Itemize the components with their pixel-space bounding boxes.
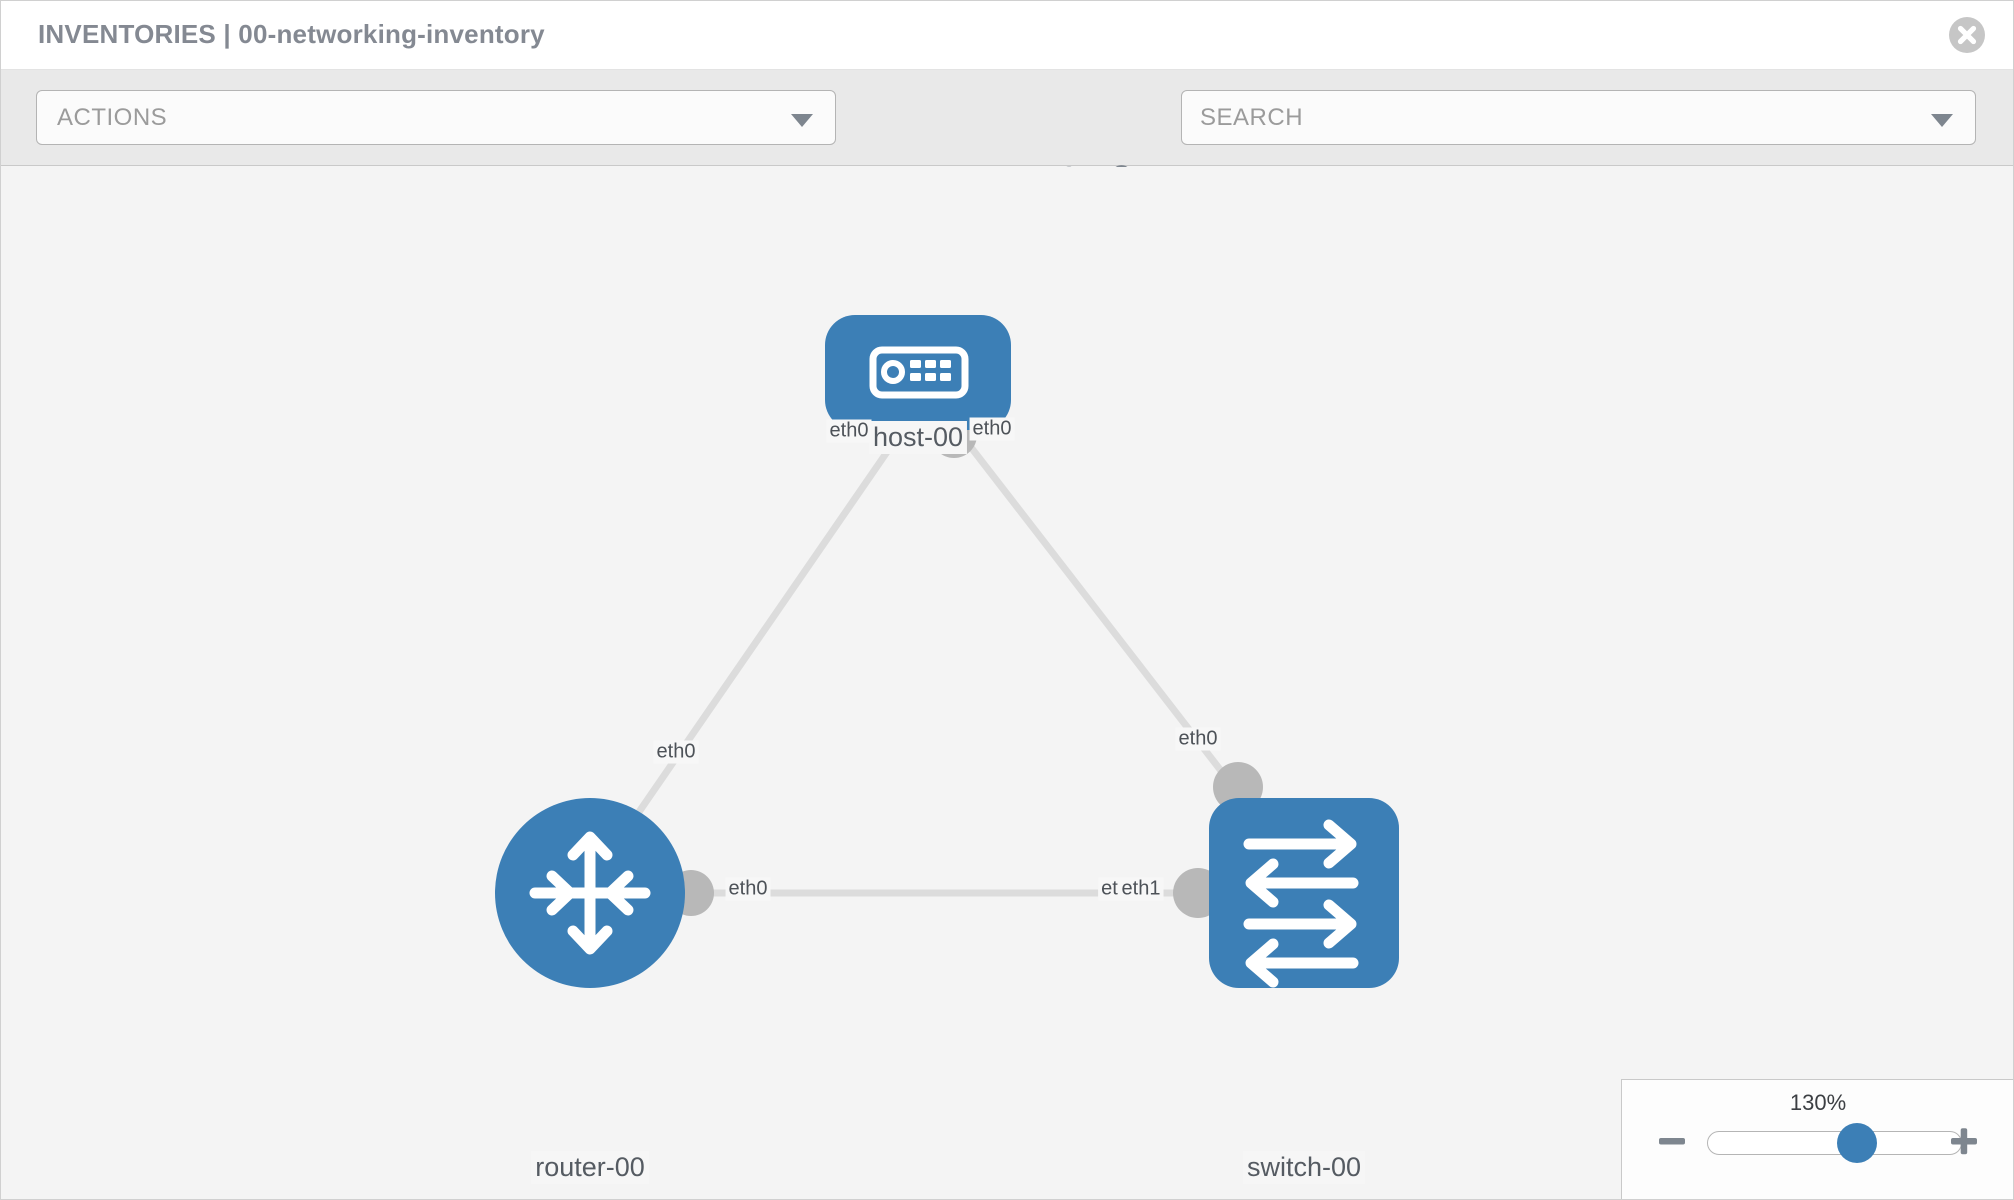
node-label-host-00: host-00 — [868, 421, 968, 454]
topology-canvas[interactable]: host-00 router-00 switch-00 eth0 eth0 et… — [1, 167, 2013, 1199]
toolbar: ACTIONS SEARCH — [1, 70, 2013, 199]
actions-dropdown[interactable]: ACTIONS — [36, 90, 836, 145]
close-circle-icon[interactable] — [1947, 15, 1987, 55]
router-arrows-icon — [529, 831, 651, 955]
topology-links — [598, 405, 1252, 897]
switch-arrows-icon — [1243, 819, 1359, 988]
page-title: INVENTORIES | 00-networking-inventory — [38, 19, 545, 49]
chevron-down-icon — [1931, 114, 1953, 127]
iface-label-switch00-eth1: eth1 — [1118, 877, 1164, 901]
iface-label-host00-right: eth0 — [969, 417, 1015, 441]
search-placeholder: SEARCH — [1200, 104, 1304, 131]
node-label-router-00: router-00 — [531, 1151, 649, 1184]
node-label-switch-00: switch-00 — [1242, 1151, 1366, 1184]
window-header: INVENTORIES | 00-networking-inventory — [1, 1, 2013, 70]
topology-graph — [495, 315, 1399, 988]
zoom-slider-thumb[interactable] — [1837, 1123, 1877, 1163]
zoom-slider-track[interactable] — [1707, 1131, 1962, 1155]
minus-icon[interactable] — [1655, 1124, 1689, 1158]
zoom-control-panel: 130% — [1621, 1079, 2013, 1199]
link-host00-router00 — [598, 405, 921, 869]
actions-dropdown-label: ACTIONS — [57, 104, 168, 131]
iface-label-switch00-uplink: eth0 — [1175, 727, 1221, 751]
iface-label-router00-eth0: eth0 — [725, 877, 771, 901]
plus-icon[interactable] — [1947, 1124, 1981, 1158]
iface-label-router00-uplink: eth0 — [653, 740, 699, 764]
search-input[interactable]: SEARCH — [1181, 90, 1976, 145]
topology-connectors — [668, 412, 1263, 918]
node-router-00 — [495, 798, 685, 988]
server-icon — [869, 346, 969, 399]
iface-label-host00-left: eth0 — [826, 419, 872, 443]
node-switch-00 — [1209, 798, 1399, 988]
node-host-00 — [825, 315, 1011, 430]
zoom-level-label: 130% — [1789, 1090, 1847, 1115]
chevron-down-icon — [791, 114, 813, 127]
